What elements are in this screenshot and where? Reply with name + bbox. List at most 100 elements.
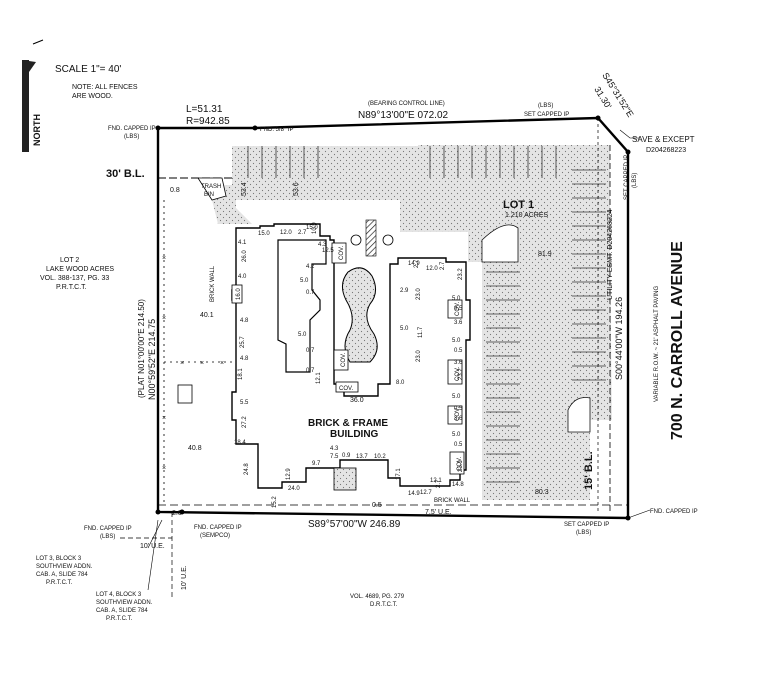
lot3-4: P.R.T.C.T. xyxy=(46,580,73,586)
dimension-label: 0.7 xyxy=(306,348,315,354)
dimension-label: 12.7 xyxy=(420,490,432,496)
dimension-label: 2.7 xyxy=(440,261,446,270)
lot3-2: SOUTHVIEW ADDN. xyxy=(36,564,93,570)
bearing-bottom: S89°57'00"W 246.89 xyxy=(308,519,401,530)
lot1-acres: 1.210 ACRES xyxy=(505,212,549,219)
curve-radius: R=942.85 xyxy=(186,116,230,127)
dimension-label: 0.7 xyxy=(306,368,315,374)
dimension-label: 9.7 xyxy=(312,461,321,467)
dimension-label: 4.8 xyxy=(240,318,249,324)
svg-text:×: × xyxy=(180,360,184,367)
row-note: VARIABLE R.O.W. ~ 21' ASPHALT PAVING xyxy=(654,286,660,402)
svg-text:×: × xyxy=(162,415,166,422)
dimension-label: 2.9 xyxy=(400,288,409,294)
dimension-label: 10.9 xyxy=(312,222,318,234)
cov-label-1: COV. xyxy=(339,246,345,260)
lot2-1: LOT 2 xyxy=(60,257,79,264)
dimension-label: 14.9 xyxy=(408,261,420,267)
mon-right-top-1: SET CAPPED IP xyxy=(624,155,630,200)
building-line-30-label: 30' B.L. xyxy=(106,168,145,180)
lot3-3: CAB. A, SLIDE 784 xyxy=(36,572,88,578)
parking-island xyxy=(481,224,519,263)
dimension-label: 4.2 xyxy=(306,264,315,270)
accessible-symbol-1 xyxy=(350,234,362,246)
dimension-label: 23.0 xyxy=(416,350,422,362)
mon-bottom-left2-1: FND. CAPPED IP xyxy=(194,525,242,531)
mon-bottom-right-1: SET CAPPED IP xyxy=(564,522,609,528)
brick-wall-bottom-label: BRICK WALL xyxy=(434,498,471,504)
elev-53-6: 53.6 xyxy=(293,182,300,196)
monuments xyxy=(155,115,631,521)
dimension-label: 4.3 xyxy=(330,446,339,452)
dimension-label: 15.2 xyxy=(272,496,278,508)
svg-text:×: × xyxy=(200,360,204,367)
dimension-label: 5.0 xyxy=(452,432,461,438)
dimension-label: 3.6 xyxy=(454,320,463,326)
mon-bottom-left-2: (LBS) xyxy=(100,534,115,540)
svg-text:×: × xyxy=(162,315,166,322)
dimension-label: 2.7 xyxy=(436,479,442,488)
dimension-label: 5.0 xyxy=(452,338,461,344)
dimension-label: 13.7 xyxy=(356,454,368,460)
lot3-1: LOT 3, BLOCK 3 xyxy=(36,556,82,562)
mon-bottom-right-far: FND. CAPPED IP xyxy=(650,509,698,515)
dimension-label: 14.9 xyxy=(408,491,420,497)
cov-label-5: COV. xyxy=(455,302,461,316)
dimension-label: 4.8 xyxy=(240,356,249,362)
dimension-label: 2.7 xyxy=(414,259,420,268)
pad-left-2 xyxy=(231,284,243,304)
cov-label-6: COV. xyxy=(455,407,461,421)
courtyard-planter xyxy=(342,267,378,363)
bearing-top: N89°13'00"E 072.02 xyxy=(358,110,449,121)
pad-left xyxy=(177,384,193,404)
lot4-2: SOUTHVIEW ADDN. xyxy=(96,600,153,606)
ue-bottom: 7.5' U.E. xyxy=(425,509,452,516)
dimension-label: 4.3 xyxy=(318,242,327,248)
parking-stripes-right xyxy=(572,169,606,381)
dimension-label: 12.0 xyxy=(426,266,438,272)
dimension-label: 5.0 xyxy=(300,278,309,284)
dimension-label: 15.0 xyxy=(306,225,318,231)
elev-0-5: 0.5 xyxy=(372,502,382,509)
save-except-2: D204268223 xyxy=(646,147,686,154)
mon-top-mid: FND. 5/8" IP xyxy=(260,127,293,133)
mon-leader xyxy=(627,509,651,519)
note-line-1: NOTE: ALL FENCES xyxy=(72,84,138,91)
cov-label-7: COV. xyxy=(457,457,463,471)
cov-label-3: COV. xyxy=(339,386,353,392)
accessible-ramp xyxy=(365,219,377,257)
dimension-label: 25.7 xyxy=(240,336,246,348)
dimension-label: 8.0 xyxy=(396,380,405,386)
svg-text:×: × xyxy=(162,255,166,262)
dimension-label: 5.0 xyxy=(400,326,409,332)
scale-label: SCALE 1"= 40' xyxy=(55,64,121,75)
mon-top-left-2: (LBS) xyxy=(124,134,139,140)
dimension-label: 23.2 xyxy=(458,268,464,280)
lot1-name: LOT 1 xyxy=(503,199,534,211)
parking-stripes-mid xyxy=(486,271,520,483)
dimension-label: 16.0 xyxy=(236,288,242,300)
accessible-symbol-2 xyxy=(382,234,394,246)
utility-esmt: UTILITY ESMT. D204268224 xyxy=(607,209,614,300)
lot2-2: LAKE WOOD ACRES xyxy=(46,266,114,273)
trash-label-1: TRASH xyxy=(201,184,221,190)
mon-right-top-2: (LBS) xyxy=(632,173,638,188)
covered-areas xyxy=(331,242,465,475)
parking-island-2 xyxy=(567,397,591,433)
save-except-1: SAVE & EXCEPT xyxy=(632,135,695,144)
vol-note-2: D.R.T.C.T. xyxy=(370,602,398,608)
curve-length: L=51.31 xyxy=(186,104,223,115)
dimension-label: 0.5 xyxy=(454,306,463,312)
ue-left-a: 10' U.E. xyxy=(140,543,165,550)
note-line-2: ARE WOOD. xyxy=(72,93,113,100)
fence-lines: × × × × × × × xyxy=(162,200,236,505)
bearing-left: N00°59'52"E 214.75 xyxy=(147,319,157,400)
dimension-label: 17.1 xyxy=(396,468,402,480)
lot4-4: P.R.T.C.T. xyxy=(106,616,133,622)
save-except-leader xyxy=(619,129,640,139)
dimension-label: 12.5 xyxy=(322,248,334,254)
mon-top-left-1: FND. CAPPED IP xyxy=(108,126,156,132)
building-label-2: BUILDING xyxy=(330,429,379,440)
